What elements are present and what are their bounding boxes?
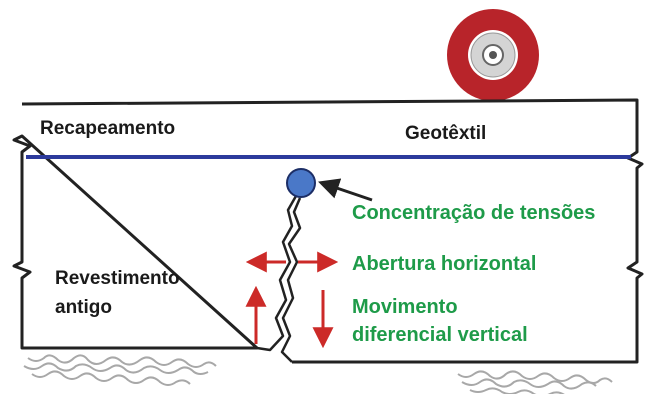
geotextile-label: Geotêxtil bbox=[405, 123, 487, 144]
vertical-movement-label-1: Movimento bbox=[352, 296, 458, 318]
overlay-label: Recapeamento bbox=[40, 118, 176, 139]
gravel-left bbox=[23, 354, 217, 386]
reflective-crack bbox=[256, 195, 302, 363]
geotextile-roll-icon bbox=[447, 9, 539, 101]
stress-pointer-arrow bbox=[318, 178, 373, 202]
vertical-movement-label-2: diferencial vertical bbox=[352, 324, 528, 346]
horizontal-opening-label: Abertura horizontal bbox=[352, 253, 537, 275]
old-pavement-label-1: Revestimento bbox=[55, 268, 180, 289]
stress-point-icon bbox=[286, 168, 316, 198]
stress-concentration-label: Concentração de tensões bbox=[352, 202, 596, 224]
pavement-outline bbox=[12, 98, 644, 364]
gravel-right bbox=[457, 370, 613, 394]
old-pavement-label-2: antigo bbox=[55, 297, 112, 318]
